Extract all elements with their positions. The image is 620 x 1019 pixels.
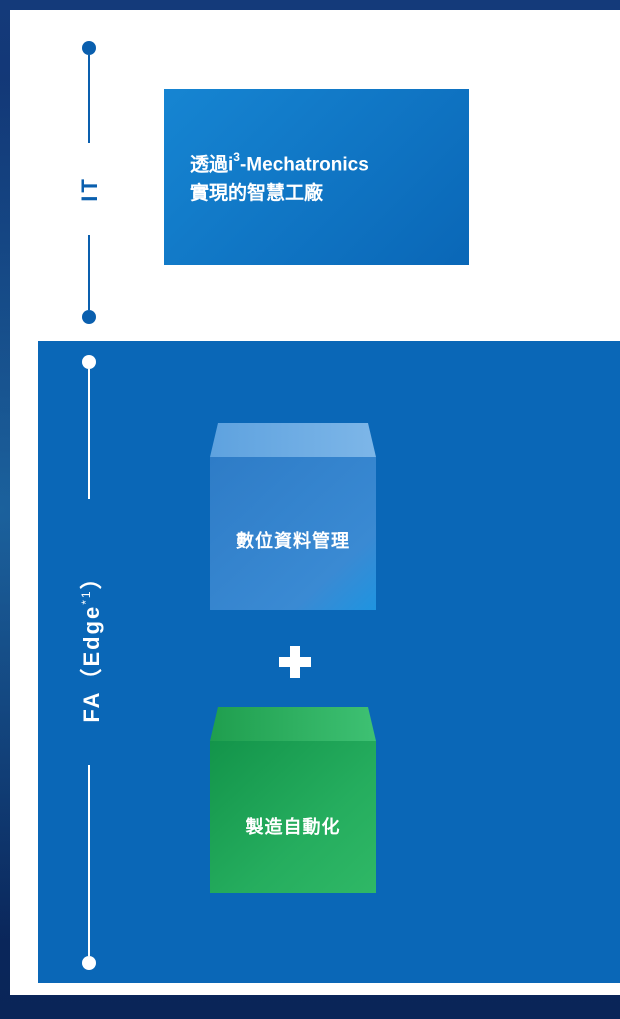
- it-box: 透過i3-Mechatronics 實現的智慧工廠: [164, 89, 469, 265]
- it-label: IT: [77, 176, 102, 202]
- it-box-line2: 實現的智慧工廠: [190, 183, 324, 205]
- plus-icon: [279, 646, 311, 678]
- data-management-label: 數位資料管理: [236, 531, 350, 551]
- fa-line-lower: [88, 765, 90, 956]
- it-line-upper: [88, 55, 90, 143]
- cube-shape: [210, 707, 376, 893]
- data-management-cube: 數位資料管理: [210, 423, 376, 610]
- manufacturing-automation-cube: 製造自動化: [210, 707, 376, 893]
- manufacturing-automation-label: 製造自動化: [245, 817, 341, 837]
- it-bottom-dot: [82, 310, 96, 324]
- it-top-dot: [82, 41, 96, 55]
- cube-shape: [210, 423, 376, 610]
- fa-line-upper: [88, 369, 90, 499]
- it-line-lower: [88, 235, 90, 310]
- fa-top-dot: [82, 355, 96, 369]
- it-box-line1: 透過i3-Mechatronics: [190, 150, 369, 176]
- fa-label: FA（Edge*1）: [79, 565, 104, 723]
- fa-bottom-dot: [82, 956, 96, 970]
